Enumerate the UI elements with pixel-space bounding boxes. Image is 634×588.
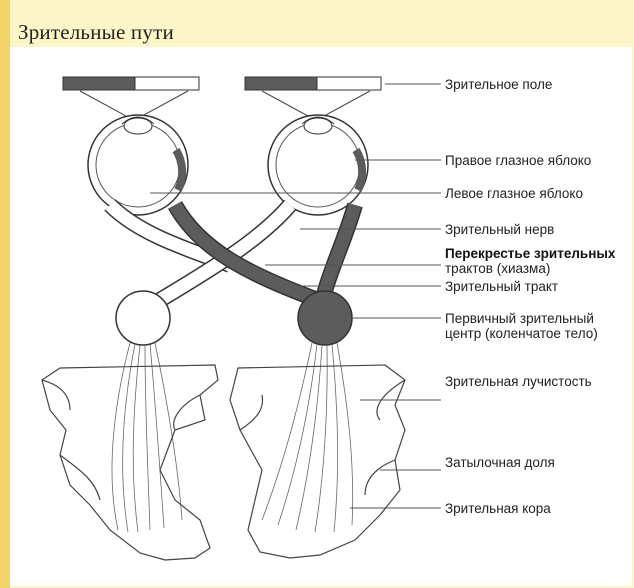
label-chiasm-line1: Перекрестье зрительных [445,246,616,261]
label-visual-cortex: Зрительная кора [445,501,551,516]
label-chiasm-line2: трактов (хиазма) [445,261,550,276]
label-occipital-lobe: Затылочная доля [445,455,555,470]
occipital-lobe-right [230,365,405,558]
occipital-lobe-left [42,365,218,560]
optic-nerve-right-dark [324,205,355,295]
right-eyeball [268,115,368,215]
label-optic-nerve: Зрительный нерв [445,222,554,237]
label-right-eye: Правое глазное яблоко [445,153,591,168]
label-lgn-line2: центр (коленчатое тело) [445,326,598,341]
optic-radiation-left [112,343,182,532]
label-lgn-line1: Первичный зрительный [445,311,594,326]
lgn-left [116,291,170,345]
optic-radiation-right [262,343,353,532]
label-left-eye: Левое глазное яблоко [445,186,583,201]
visual-field-right [245,77,381,90]
label-visual-field: Зрительное поле [445,77,552,92]
lgn-right [298,291,352,345]
label-optic-radiation: Зрительная лучистость [445,374,592,389]
left-eyeball [88,115,188,215]
label-optic-tract: Зрительный тракт [445,279,558,294]
visual-field-left [63,77,199,90]
